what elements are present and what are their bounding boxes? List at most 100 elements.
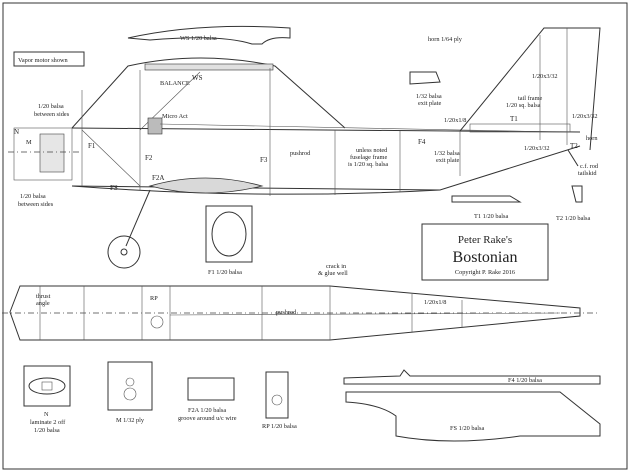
micro-actuator: [147, 117, 163, 135]
f2a-part-l1: F2A 1/20 balsa: [188, 407, 226, 414]
top-pushrod: [169, 312, 561, 316]
wheel: [107, 235, 141, 269]
pushrod-line: [159, 123, 561, 133]
landing-gear-wire: [125, 189, 151, 247]
pushrod-top-label: pushrod: [276, 309, 297, 316]
side-view-fuselage: [8, 27, 601, 269]
top-view-outline: [9, 285, 581, 341]
f4-part-label: F4 1/20 balsa: [508, 377, 542, 384]
f1-part-label: F1 1/20 balsa: [208, 269, 242, 276]
m-mark: M: [26, 139, 32, 146]
vapor-motor-box: [13, 51, 85, 67]
t1-mark: T1: [510, 115, 518, 123]
between-sides-bottom-l1: 1/20 balsa: [20, 193, 46, 200]
rp-part-hole: [271, 394, 283, 406]
stab-t1: [469, 123, 571, 133]
tail-3-32-low: 1/20x3/32: [524, 145, 550, 152]
lower-longeron: [71, 145, 581, 195]
rp-mark: RP: [150, 295, 158, 302]
m-part-frame: [107, 361, 153, 411]
title-model: Bostonian: [453, 249, 518, 266]
rp-part-frame: [265, 371, 289, 419]
crack-l1: crack in: [326, 263, 347, 270]
n-part-l2: laminate 2 off: [30, 419, 66, 426]
n-mark: N: [14, 128, 19, 136]
between-sides-bottom-l2: between sides: [18, 201, 54, 208]
exit-plate-top-l2: exit plate: [418, 100, 441, 107]
f1-part-hole: [211, 211, 247, 257]
f1-part-frame: [205, 205, 253, 263]
t1-part-label: T1 1/20 balsa: [474, 213, 508, 220]
f2a-fairing: [148, 177, 264, 194]
micro-act-label: Micro Act: [162, 113, 188, 120]
horn-label: horn: [586, 135, 598, 142]
wing-saddle: [144, 63, 274, 71]
wheel-hub: [120, 248, 128, 256]
lower-longeron-rear-front: [71, 185, 441, 191]
f4-part-shape: [343, 369, 601, 385]
tail-1-20x1-8: 1/20x1/8: [444, 117, 466, 124]
m-part-label: M 1/32 ply: [116, 417, 145, 424]
fs-part-shape: [345, 391, 601, 442]
f2-mark: F2: [145, 154, 153, 162]
t2-mark: T2: [570, 142, 578, 150]
tailskid: [567, 149, 579, 167]
horn-ply-label: horn 1/64 ply: [428, 36, 463, 43]
n-part-l3: 1/20 balsa: [34, 427, 60, 434]
f2a-part-frame: [187, 377, 235, 401]
ws-part-label: WS 1/20 balsa: [180, 35, 217, 42]
rp-part-label: RP 1/20 balsa: [262, 423, 297, 430]
fs-part-label: FS 1/20 balsa: [450, 425, 484, 432]
pushrod-side-label: pushrod: [290, 150, 311, 157]
unless-noted-l1: unless noted: [356, 147, 388, 154]
diagonal-1: [81, 129, 141, 187]
top-view-fuselage: [2, 285, 600, 341]
balance-label: BALANCE: [160, 80, 190, 87]
t2-part-shape: [571, 185, 583, 203]
title-block: [421, 223, 549, 281]
ws-part-outline: [127, 25, 291, 45]
top-1-20x1-8: 1/20x1/8: [424, 299, 446, 306]
n-part-oval: [28, 377, 66, 395]
thrust-l2: angle: [36, 300, 50, 307]
cf-rod-l2: tailskid: [578, 170, 597, 177]
exit-plate-mid-l1: 1/32 balsa: [434, 150, 460, 157]
fs-mark: FS: [110, 184, 118, 192]
between-sides-top-l1: 1/20 balsa: [38, 103, 64, 110]
n-part-slot: [41, 381, 53, 391]
fin-outline: [459, 27, 601, 151]
exit-plate-top-l1: 1/32 balsa: [416, 93, 442, 100]
f2a-part-l2: groove around u/c wire: [178, 415, 237, 422]
ws-mark: WS: [192, 74, 203, 82]
horn-part: [409, 71, 441, 85]
tail-3-32-top: 1/20x3/32: [532, 73, 558, 80]
tail-frame-l1: tail frame: [518, 95, 543, 102]
n-part-l1: N: [44, 411, 49, 418]
tail-frame-l2: 1/20 sq. balsa: [506, 102, 541, 109]
m-part-hole-bottom: [123, 387, 137, 401]
rp-hole: [150, 315, 164, 329]
motor-shape: [39, 133, 65, 173]
f4-mark: F4: [418, 138, 426, 146]
title-name-line: Peter Rake's: [458, 234, 512, 246]
exit-plate-mid-l2: exit plate: [436, 157, 459, 164]
tail-3-32-right: 1/20x3/32: [572, 113, 598, 120]
cf-rod-l1: c.f. rod: [580, 163, 599, 170]
n-part-frame: [23, 365, 71, 407]
title-copyright: Copyright P. Rake 2016: [455, 269, 515, 276]
vapor-motor-label: Vapor motor shown: [18, 57, 69, 64]
unless-noted-l2: fuselage frame: [350, 154, 387, 161]
f2a-mark: F2A: [152, 174, 164, 182]
m-part-hole-top: [125, 377, 135, 387]
unless-noted-l3: is 1/20 sq. balsa: [348, 161, 388, 168]
f1-mark: F1: [88, 142, 96, 150]
f3-mark: F3: [260, 156, 268, 164]
nose-block: [13, 127, 73, 181]
thrust-l1: thrust: [36, 293, 51, 300]
crack-l2: & glue well: [318, 270, 348, 277]
between-sides-top-l2: between sides: [34, 111, 70, 118]
t2-part-label: T2 1/20 balsa: [556, 215, 590, 222]
t1-part-shape: [451, 195, 522, 203]
